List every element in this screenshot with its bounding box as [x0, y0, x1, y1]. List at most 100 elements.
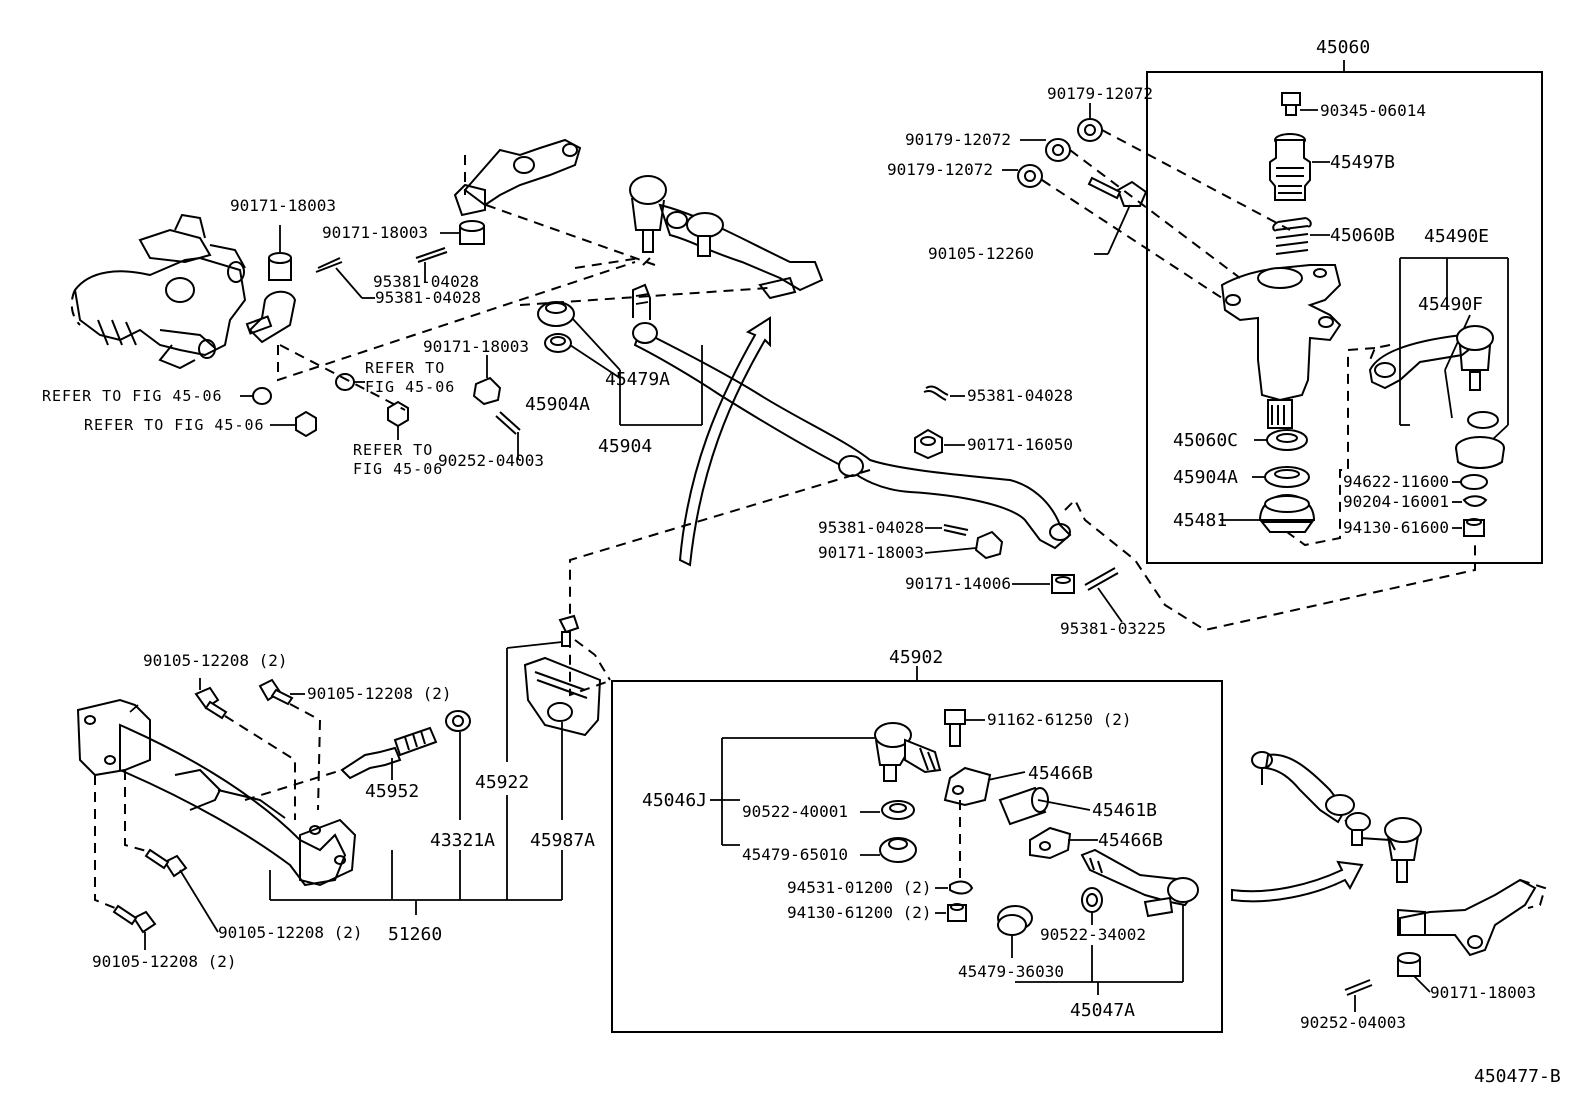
label-90171-18003-d: 90171-18003: [818, 543, 924, 562]
label-45904A: 45904A: [525, 394, 590, 415]
label-45060B: 45060B: [1330, 225, 1395, 246]
label-91162-61250: 91162-61250 (2): [987, 710, 1132, 729]
bolt-icon: [558, 614, 580, 647]
flange-bolt-icon: [1087, 176, 1148, 207]
group-label-45046J: 45046J: [642, 790, 707, 811]
label-90105-12208-c: 90105-12208 (2): [218, 923, 363, 942]
label-90204-16001: 90204-16001: [1343, 492, 1449, 511]
label-45490F: 45490F: [1418, 294, 1483, 315]
refer-fig-label-b: REFER TO FIG 45-06: [84, 416, 265, 434]
label-45466B-a: 45466B: [1028, 763, 1093, 784]
tie-rod-end-right-part: [1080, 848, 1199, 918]
castle-nut-icon: [459, 220, 485, 245]
label-90105-12260: 90105-12260: [928, 244, 1034, 263]
label-90345-06014: 90345-06014: [1320, 101, 1426, 120]
spring-washer-icon: [1081, 887, 1103, 913]
crossmember-tube-part: [76, 698, 357, 887]
tie-rod-end-upper-part: [629, 175, 824, 300]
idler-arm-upper-part: [453, 138, 656, 266]
refer-to-label-a: REFER TO: [365, 359, 445, 377]
spring-washer-icon: [1264, 466, 1310, 488]
castle-nut-icon: [472, 376, 502, 406]
label-45952: 45952: [365, 781, 419, 802]
label-45987A: 45987A: [530, 830, 595, 851]
adjusting-tube-icon: [998, 786, 1049, 826]
label-94622-11600: 94622-11600: [1343, 472, 1449, 491]
label-90171-14006: 90171-14006: [905, 574, 1011, 593]
boot-icon: [1455, 436, 1505, 469]
group-label-45047A: 45047A: [1070, 1000, 1135, 1021]
label-90105-12208-d: 90105-12208 (2): [92, 952, 237, 971]
label-45479A: 45479A: [605, 369, 670, 390]
castle-nut-icon: [974, 530, 1004, 560]
clamp-icon: [943, 766, 992, 807]
label-90171-18003-b: 90171-18003: [322, 223, 428, 242]
label-45479-36030: 45479-36030: [958, 962, 1064, 981]
label-95381-03225: 95381-03225: [1060, 619, 1166, 638]
refer-to-label-b: REFER TO: [353, 441, 433, 459]
nut-icon: [1051, 574, 1075, 594]
label-45497B: 45497B: [1330, 152, 1395, 173]
label-45904A-right: 45904A: [1173, 467, 1238, 488]
flow-arrow: [1231, 860, 1364, 903]
tie-rod-end-alt-part: [1251, 751, 1422, 883]
label-90179-12072-c: 90179-12072: [887, 160, 993, 179]
label-90105-12208-a: 90105-12208 (2): [143, 651, 288, 670]
group-label-51260: 51260: [388, 924, 442, 945]
bolt-icon: [112, 904, 157, 934]
label-90522-40001: 90522-40001: [742, 802, 848, 821]
dust-cover-icon: [1258, 493, 1316, 533]
bolt-icon: [144, 848, 188, 878]
castle-nut-icon: [1397, 952, 1421, 977]
label-95381-04028-d: 95381-04028: [818, 518, 924, 537]
group-label-45060: 45060: [1316, 37, 1370, 58]
label-95381-04028-c: 95381-04028: [967, 386, 1073, 405]
idler-arm-bracket-part: [1220, 264, 1342, 429]
label-90171-18003-a: 90171-18003: [230, 196, 336, 215]
label-90179-12072-b: 90179-12072: [905, 130, 1011, 149]
bolt-icon: [944, 709, 966, 747]
label-90252-04003-a: 90252-04003: [438, 451, 544, 470]
nut-icon: [268, 252, 292, 281]
nut-icon: [947, 903, 967, 922]
label-45060C: 45060C: [1173, 430, 1238, 451]
fig-no-label-b: FIG 45-06: [353, 460, 443, 478]
grommet-icon: [997, 905, 1033, 936]
group-label-45490E: 45490E: [1424, 226, 1489, 247]
grommet-icon: [537, 301, 575, 327]
label-90105-12208-b: 90105-12208 (2): [307, 684, 452, 703]
castle-nut-icon: [914, 428, 943, 460]
bolt-icon: [258, 678, 294, 706]
bushing-icon: [1269, 133, 1311, 201]
label-94130-61600: 94130-61600: [1343, 518, 1449, 537]
bolt-icon: [1281, 92, 1301, 116]
bracket-part: [523, 656, 602, 737]
label-94130-61200: 94130-61200 (2): [787, 903, 932, 922]
tie-rod-end-left-part: [874, 722, 942, 782]
idler-arm-part: [1368, 325, 1494, 391]
label-90252-04003-b: 90252-04003: [1300, 1013, 1406, 1032]
label-95381-04028-b: 95381-04028: [375, 288, 481, 307]
grommet-icon: [879, 837, 917, 863]
stud-part: [340, 726, 438, 780]
idler-arm-lower-part: [1397, 878, 1547, 957]
fig-no-label-a: FIG 45-06: [365, 378, 455, 396]
label-45479-65010: 45479-65010: [742, 845, 848, 864]
refer-fig-label-a: REFER TO FIG 45-06: [42, 387, 223, 405]
label-90171-18003-e: 90171-18003: [1430, 983, 1536, 1002]
label-90522-34002: 90522-34002: [1040, 925, 1146, 944]
spring-icon: [1272, 217, 1312, 255]
spring-washer-icon: [881, 800, 915, 820]
label-43321A: 43321A: [430, 830, 495, 851]
bolt-icon: [194, 686, 228, 720]
label-94531-01200: 94531-01200 (2): [787, 878, 932, 897]
label-45481: 45481: [1173, 510, 1227, 531]
bushing-icon: [445, 710, 471, 732]
group-label-45904: 45904: [598, 436, 652, 457]
label-90171-16050: 90171-16050: [967, 435, 1073, 454]
label-90179-12072-a: 90179-12072: [1047, 84, 1153, 103]
label-90171-18003-c: 90171-18003: [423, 337, 529, 356]
nut-icon: [1463, 518, 1485, 537]
clamp-icon: [1029, 826, 1072, 860]
